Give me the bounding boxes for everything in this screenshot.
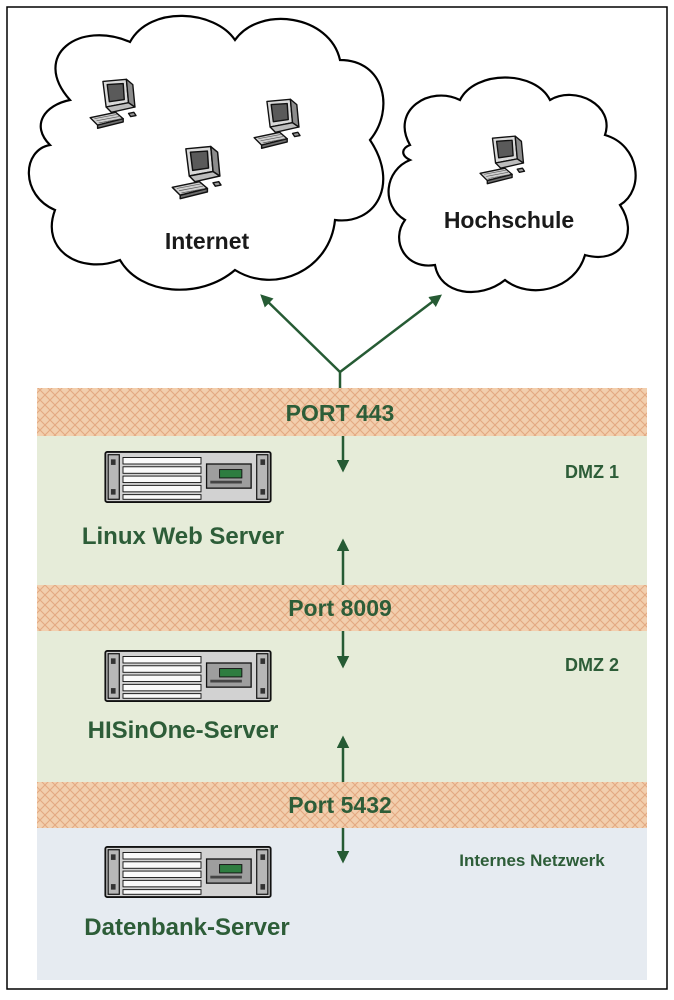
web-server-label: Linux Web Server	[82, 523, 284, 550]
hochschule-cloud	[387, 76, 637, 294]
dmz2-label: DMZ 2	[565, 655, 619, 675]
internal-network-label: Internes Netzwerk	[459, 851, 605, 870]
port-5432-label: Port 5432	[288, 792, 392, 818]
port-band-8009	[37, 585, 647, 631]
dmz1-label: DMZ 1	[565, 462, 619, 482]
internet-label: Internet	[165, 228, 250, 254]
port-band-5432	[37, 782, 647, 828]
port-443-label: PORT 443	[286, 400, 395, 426]
arrow-to-hochschule	[339, 294, 442, 373]
port-band-443	[37, 388, 647, 436]
outer-frame	[6, 6, 668, 990]
db-server-icon	[104, 846, 272, 898]
port-8009-label: Port 8009	[288, 595, 392, 621]
app-server-label: HISinOne-Server	[88, 717, 279, 744]
db-server-label: Datenbank-Server	[84, 914, 289, 941]
arrow-to-internet	[260, 294, 341, 373]
hochschule-label: Hochschule	[444, 207, 574, 233]
web-server-icon	[104, 451, 272, 503]
app-server-icon	[104, 650, 272, 702]
